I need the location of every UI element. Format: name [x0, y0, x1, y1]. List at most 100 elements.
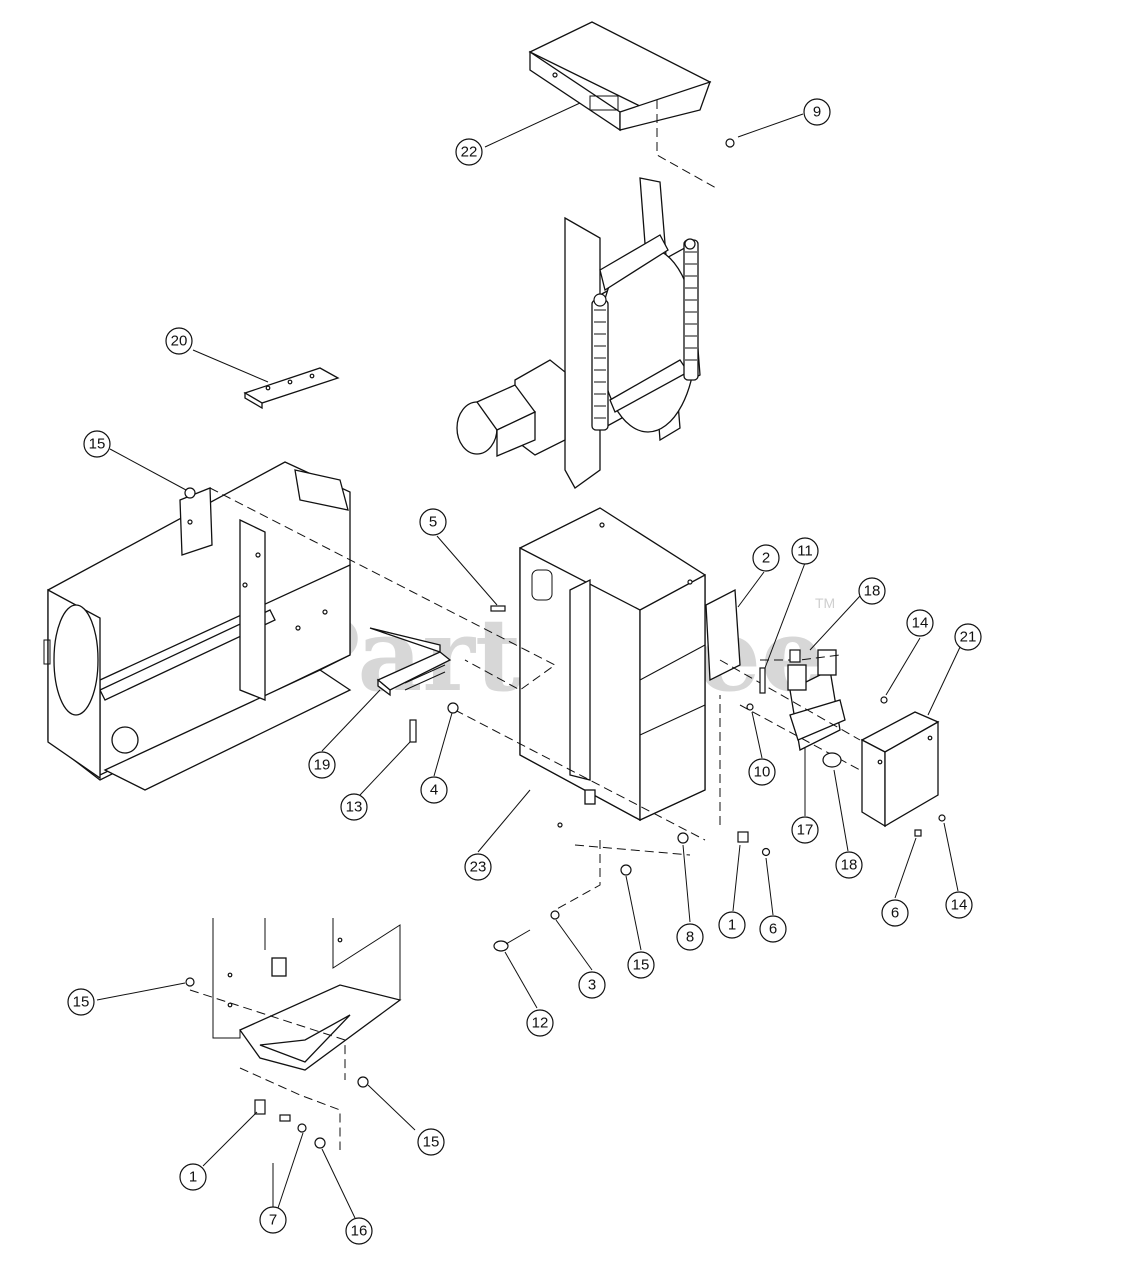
callout-number: 7 [269, 1212, 277, 1229]
callout-number: 9 [813, 104, 821, 121]
callout-circle [906, 609, 934, 637]
callout-5: 5 [419, 508, 447, 536]
callout-number: 14 [912, 615, 929, 632]
callout-18: 18 [835, 851, 863, 879]
callout-number: 15 [423, 1134, 440, 1151]
gasket-part-2 [705, 588, 741, 682]
callout-22: 22 [455, 138, 483, 166]
callout-circle [791, 537, 819, 565]
callout-circle [179, 1163, 207, 1191]
callout-number: 15 [89, 436, 106, 453]
callout-14: 14 [906, 609, 934, 637]
callout-circle [83, 430, 111, 458]
callout-circle [759, 915, 787, 943]
callout-circle [345, 1217, 373, 1245]
callout-circle [67, 988, 95, 1016]
callout-circle [417, 1128, 445, 1156]
callout-number: 6 [891, 905, 899, 922]
callout-circle [676, 923, 704, 951]
callout-15: 15 [417, 1128, 445, 1156]
callout-2: 2 [752, 544, 780, 572]
callout-circle [881, 899, 909, 927]
callout-18: 18 [858, 577, 886, 605]
callout-labels: 1123456678910111213141415151515161718181… [67, 98, 982, 1245]
callout-number: 23 [470, 859, 487, 876]
callout-15: 15 [67, 988, 95, 1016]
callout-4: 4 [420, 776, 448, 804]
callout-number: 1 [728, 917, 736, 934]
callout-circle [308, 751, 336, 779]
bracket-part-17 [787, 649, 846, 751]
winch-assembly [456, 177, 701, 489]
callout-23: 23 [464, 853, 492, 881]
callout-number: 13 [346, 799, 363, 816]
callout-number: 19 [314, 757, 331, 774]
callout-circle [165, 327, 193, 355]
callout-number: 3 [588, 977, 596, 994]
callout-circle [954, 623, 982, 651]
callout-19: 19 [308, 751, 336, 779]
callout-number: 16 [351, 1223, 368, 1240]
callout-3: 3 [578, 971, 606, 999]
callout-16: 16 [345, 1217, 373, 1245]
callout-21: 21 [954, 623, 982, 651]
callout-number: 15 [633, 957, 650, 974]
callout-circle [420, 776, 448, 804]
center-housing-part-23 [519, 507, 706, 828]
callout-12: 12 [526, 1009, 554, 1037]
callout-circle [803, 98, 831, 126]
callout-number: 10 [754, 764, 771, 781]
callout-circle [627, 951, 655, 979]
callout-1: 1 [718, 911, 746, 939]
callout-circle [718, 911, 746, 939]
left-housing [43, 461, 352, 791]
callout-circle [259, 1206, 287, 1234]
callout-number: 20 [171, 333, 188, 350]
explode-lines [189, 100, 861, 1150]
callout-number: 2 [762, 550, 770, 567]
callout-number: 5 [429, 514, 437, 531]
callout-7: 7 [259, 1206, 287, 1234]
leader-lines [96, 102, 962, 1219]
callout-8: 8 [676, 923, 704, 951]
callout-10: 10 [748, 758, 776, 786]
callout-number: 21 [960, 629, 977, 646]
callout-number: 22 [461, 144, 478, 161]
callout-number: 11 [797, 543, 813, 560]
callout-number: 14 [951, 897, 968, 914]
callout-circle [526, 1009, 554, 1037]
cover-part-22 [528, 21, 712, 132]
callout-circle [748, 758, 776, 786]
callout-number: 18 [864, 583, 881, 600]
callout-circle [752, 544, 780, 572]
callout-17: 17 [791, 816, 819, 844]
callout-number: 1 [189, 1169, 197, 1186]
callout-circle [419, 508, 447, 536]
callout-11: 11 [791, 537, 819, 565]
box-part-21 [860, 711, 940, 828]
callout-number: 17 [797, 822, 814, 839]
callout-circle [791, 816, 819, 844]
callout-circle [455, 138, 483, 166]
callout-15: 15 [627, 951, 655, 979]
callout-circle [340, 793, 368, 821]
callout-number: 8 [686, 929, 694, 946]
lower-housing [212, 918, 402, 1071]
callout-20: 20 [165, 327, 193, 355]
plate-part-20 [243, 367, 340, 410]
callout-circle [858, 577, 886, 605]
callout-circle [835, 851, 863, 879]
bracket-part-19 [369, 627, 452, 697]
callout-1: 1 [179, 1163, 207, 1191]
callout-15: 15 [83, 430, 111, 458]
callout-number: 15 [73, 994, 90, 1011]
callout-number: 12 [532, 1015, 549, 1032]
watermark-trademark: TM [815, 595, 835, 611]
callout-14: 14 [945, 891, 973, 919]
callout-circle [464, 853, 492, 881]
callout-6: 6 [759, 915, 787, 943]
callout-9: 9 [803, 98, 831, 126]
callout-circle [945, 891, 973, 919]
callout-13: 13 [340, 793, 368, 821]
